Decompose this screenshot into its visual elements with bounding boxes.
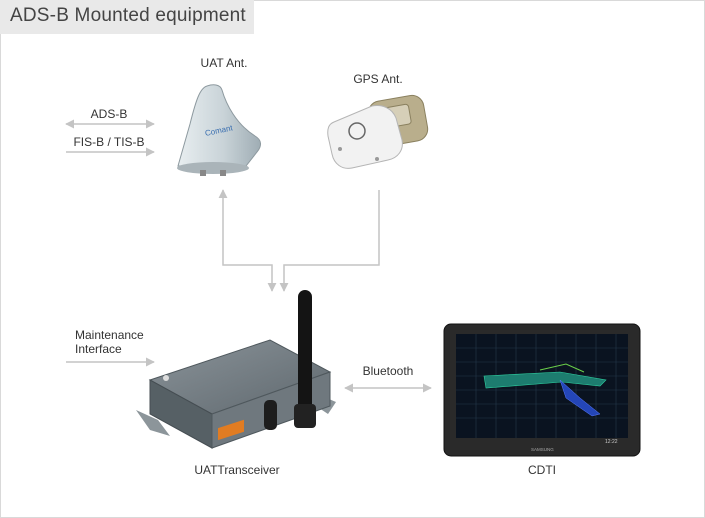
uat-transceiver-label: UATTransceiver [194, 463, 280, 477]
gps-connector-line [279, 190, 380, 292]
uat-transceiver-image [136, 290, 336, 449]
gps-antenna-image [327, 94, 429, 169]
tablet-brand-text: SAMSUNG [531, 447, 554, 452]
title-tab: ADS-B Mounted equipment [0, 0, 254, 34]
cdti-label: CDTI [528, 463, 556, 477]
uat-connector-line [218, 189, 277, 292]
maintenance-label-line1: Maintenance [75, 328, 144, 342]
page-title: ADS-B Mounted equipment [10, 5, 246, 26]
ads-b-label: ADS-B [90, 107, 128, 121]
tablet-clock-text: 12:22 [605, 439, 618, 445]
uat-antenna-image: Comant [177, 84, 261, 176]
fis-tis-label: FIS-B / TIS-B [73, 135, 145, 149]
gps-ant-label: GPS Ant. [353, 72, 403, 86]
bluetooth-label: Bluetooth [362, 364, 414, 378]
uat-ant-label: UAT Ant. [200, 56, 248, 70]
maintenance-label-line2: Interface [75, 342, 122, 356]
cdti-tablet-image: 12:22 SAMSUNG [443, 323, 641, 457]
